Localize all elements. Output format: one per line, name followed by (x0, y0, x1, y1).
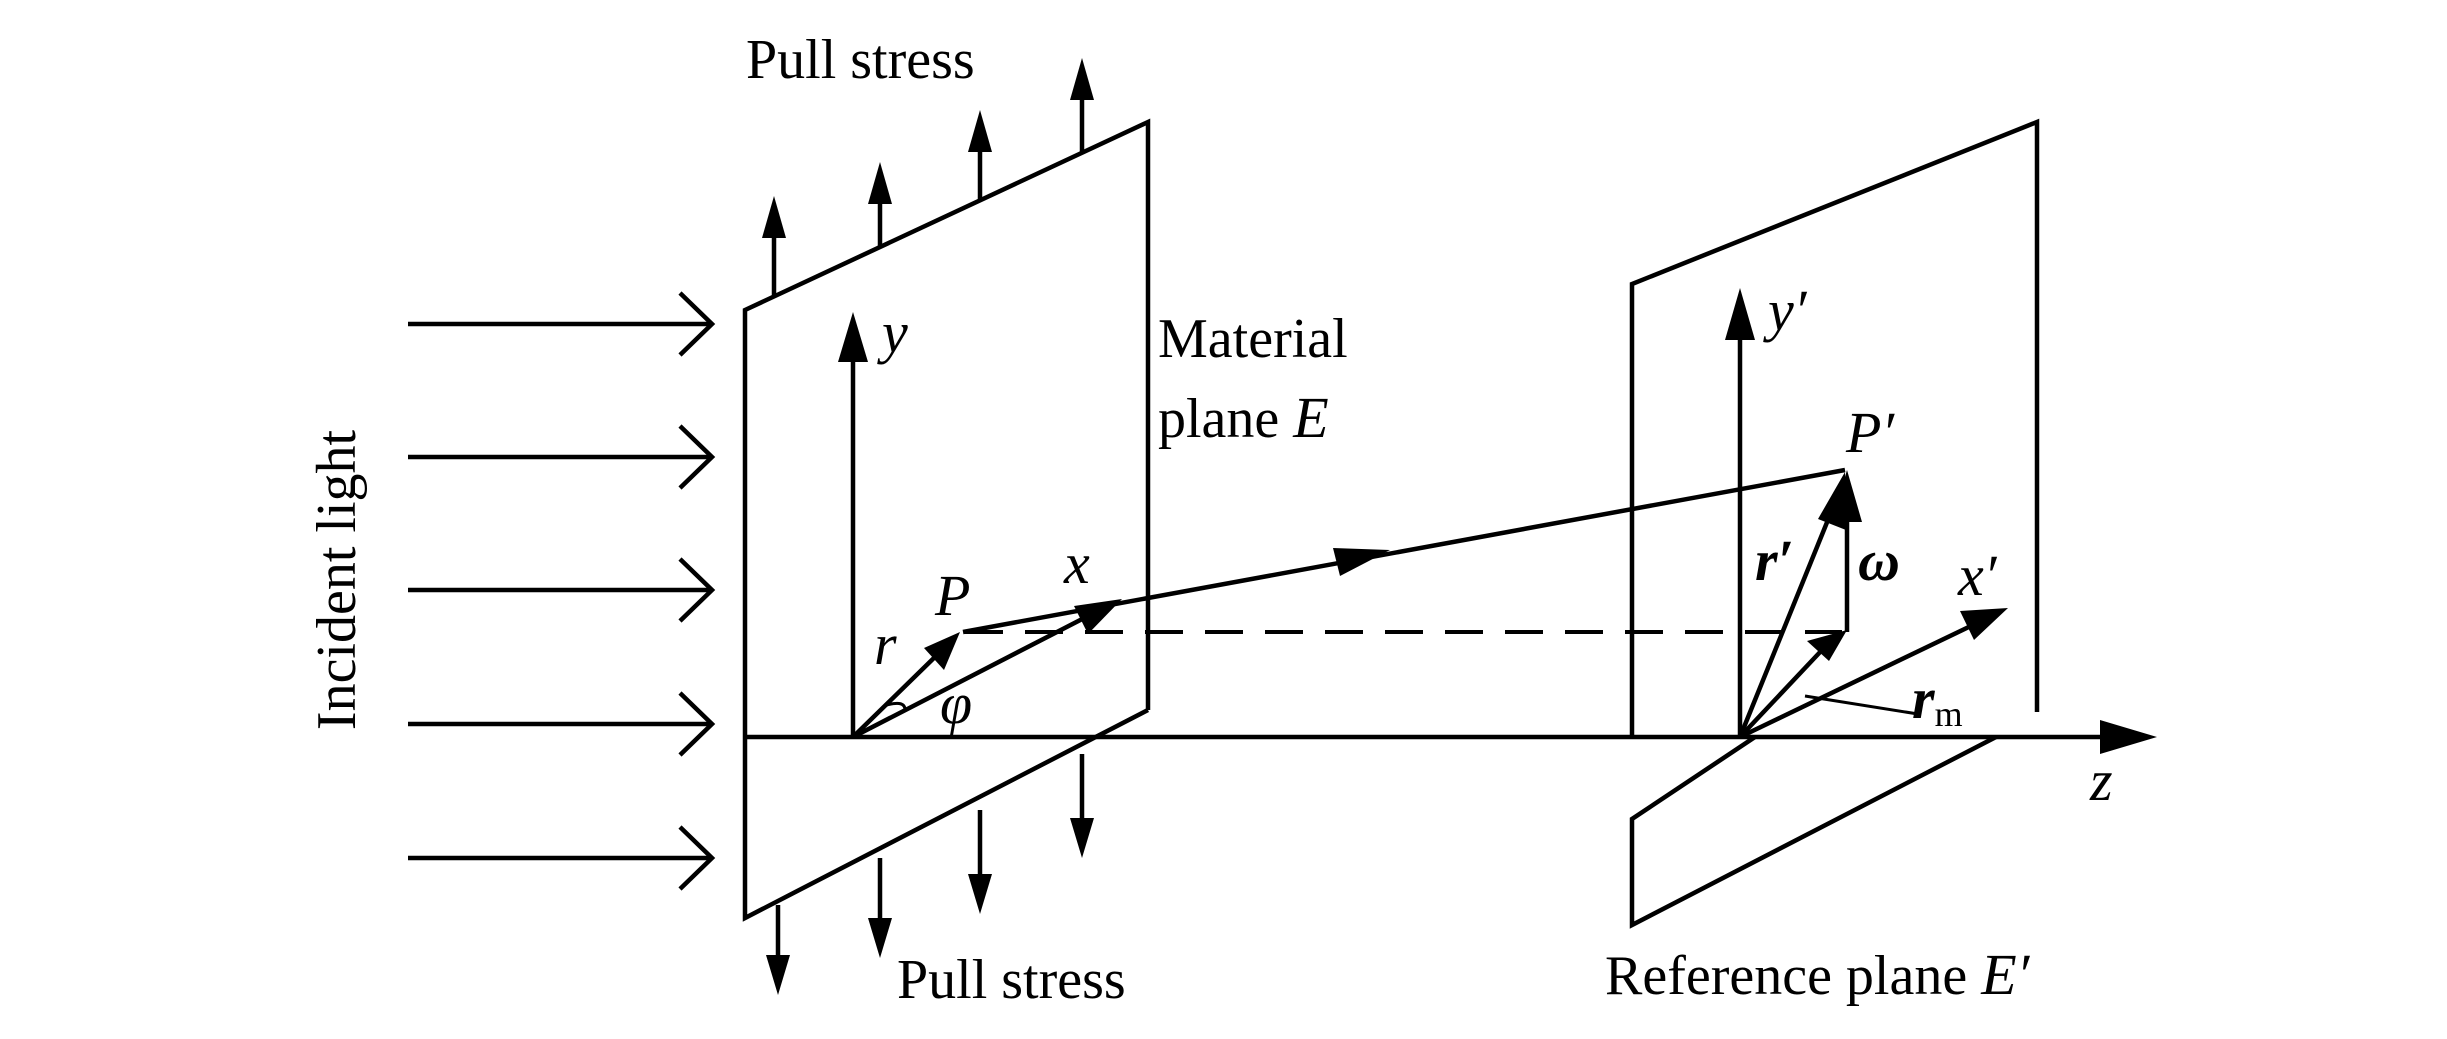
omega-arrowhead (1832, 470, 1862, 522)
stress-arrowhead (766, 955, 790, 995)
material-plane-label-line1: Material (1158, 308, 1348, 370)
x-prime-axis-label: x′ (1957, 543, 1998, 608)
r-prime-label: r′ (1755, 528, 1794, 593)
reference-coordinate-axes (1725, 288, 2008, 740)
x-axis (851, 612, 1092, 740)
r-vector-arrowhead (924, 632, 960, 670)
pull-stress-arrows-bottom (766, 754, 1094, 995)
material-plane-symbol: E (1292, 385, 1328, 450)
incident-arrow-1 (408, 291, 716, 357)
x-axis-label: x (1063, 531, 1090, 596)
pull-stress-top-label: Pull stress (746, 29, 975, 91)
material-plane-label-line2: plane E (1158, 385, 1329, 450)
y-prime-arrowhead (1725, 288, 1755, 340)
x-prime-arrowhead (1960, 608, 2008, 640)
r-m-vector (1738, 648, 1824, 739)
y-prime-axis-label: y′ (1763, 278, 1808, 343)
z-axis (745, 720, 2157, 754)
material-coordinate-axes (838, 312, 1122, 740)
incident-arrow-2 (408, 424, 716, 490)
r-m-subscript: m (1935, 694, 1963, 734)
r-vector (851, 652, 940, 739)
reference-plane (1629, 118, 2040, 929)
light-ray-arrowhead (1333, 548, 1390, 576)
pull-stress-arrows-top (762, 58, 1094, 296)
stress-arrowhead (968, 874, 992, 914)
light-ray (962, 467, 1846, 635)
incident-light-label: Incident light (306, 429, 368, 730)
point-p-label: P (934, 563, 970, 628)
stress-arrowhead (968, 110, 992, 152)
z-axis-label: z (2089, 748, 2113, 813)
material-plane (742, 118, 1151, 922)
omega-label: ω (1858, 528, 1900, 593)
stress-arrowhead (868, 918, 892, 958)
material-plane-label-text: plane (1158, 388, 1293, 450)
point-p-prime-label: P′ (1845, 400, 1895, 465)
phi-angle-arc (886, 701, 907, 711)
z-axis-arrowhead (2100, 720, 2157, 754)
r-m-leader (1804, 694, 1919, 716)
phi-label: φ (940, 671, 972, 736)
r-m-symbol: r (1912, 666, 1935, 731)
reference-plane-label-text: Reference plane (1605, 945, 1981, 1007)
r-prime-vector (1737, 509, 1835, 738)
reference-plane-label: Reference plane E′ (1605, 942, 2031, 1007)
pull-stress-bottom-label: Pull stress (897, 949, 1126, 1011)
incident-arrow-3 (408, 557, 716, 623)
y-axis-arrowhead (838, 312, 868, 362)
incident-arrow-5 (408, 825, 716, 891)
reference-plane-symbol: E′ (1980, 942, 2030, 1007)
stress-arrowhead (1070, 818, 1094, 858)
y-axis-label: y (877, 300, 908, 365)
x-prime-axis (1739, 621, 1976, 740)
stress-arrowhead (1070, 58, 1094, 100)
r-m-label: rm (1912, 666, 1963, 734)
stress-arrowhead (868, 162, 892, 204)
incident-light-arrows (408, 291, 716, 891)
r-m-arrowhead (1807, 630, 1847, 661)
r-label: r (874, 612, 897, 677)
stress-arrowhead (762, 196, 786, 238)
incident-arrow-4 (408, 691, 716, 757)
